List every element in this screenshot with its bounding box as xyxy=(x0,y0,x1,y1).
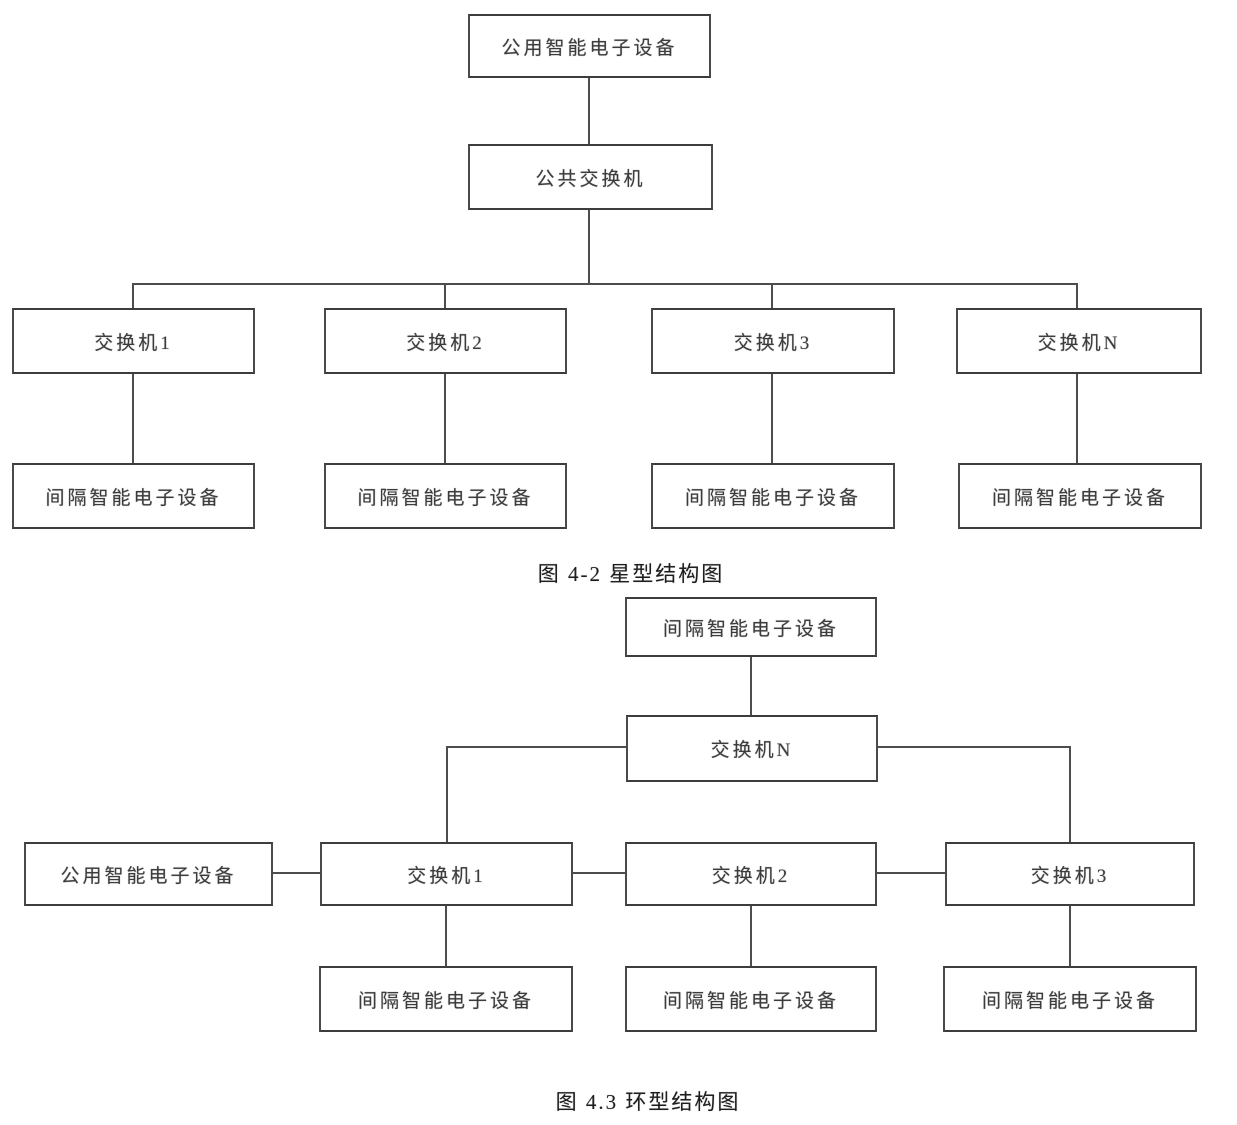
star-bay-ied-n-node: 间隔智能电子设备 xyxy=(958,463,1202,529)
ring-top-bay-ied-node: 间隔智能电子设备 xyxy=(625,597,877,657)
ring-diagram-caption: 图 4.3 环型结构图 xyxy=(555,1090,741,1114)
star-bus-drop-1 xyxy=(132,283,134,308)
ring-switch-n-switch-3-connector xyxy=(1069,746,1071,842)
ring-bay-ied-2-node: 间隔智能电子设备 xyxy=(625,966,877,1032)
ring-switch-2-node: 交换机2 xyxy=(625,842,877,906)
star-hub-bus-connector xyxy=(588,210,590,284)
star-hub-switch-node: 公共交换机 xyxy=(468,144,713,210)
star-root-hub-connector xyxy=(588,78,590,144)
ring-switch-1-ied-connector xyxy=(445,906,447,966)
star-switch-2-node: 交换机2 xyxy=(324,308,567,374)
star-switch-3-ied-connector xyxy=(771,374,773,463)
ring-switch-1-node: 交换机1 xyxy=(320,842,573,906)
ring-bay-ied-3-node: 间隔智能电子设备 xyxy=(943,966,1197,1032)
ring-switch-n-switch-1-connector xyxy=(446,746,448,842)
ring-public-ied-node: 公用智能电子设备 xyxy=(24,842,273,906)
ring-switch-n-left-line xyxy=(446,746,626,748)
ring-switch-2-switch-3-connector xyxy=(877,872,945,874)
star-bus-drop-2 xyxy=(444,283,446,308)
ring-switch-3-ied-connector xyxy=(1069,906,1071,966)
star-switch-n-ied-connector xyxy=(1076,374,1078,463)
star-bus-drop-3 xyxy=(771,283,773,308)
ring-switch-3-node: 交换机3 xyxy=(945,842,1195,906)
star-bay-ied-1-node: 间隔智能电子设备 xyxy=(12,463,255,529)
star-public-ied-node: 公用智能电子设备 xyxy=(468,14,711,78)
ring-switch-1-switch-2-connector xyxy=(573,872,625,874)
star-bus-line xyxy=(132,283,1078,285)
ring-bay-ied-1-node: 间隔智能电子设备 xyxy=(319,966,573,1032)
star-switch-3-node: 交换机3 xyxy=(651,308,895,374)
ring-switch-n-node: 交换机N xyxy=(626,715,878,782)
star-switch-2-ied-connector xyxy=(444,374,446,463)
star-bay-ied-2-node: 间隔智能电子设备 xyxy=(324,463,567,529)
star-bus-drop-4 xyxy=(1076,283,1078,308)
star-bay-ied-3-node: 间隔智能电子设备 xyxy=(651,463,895,529)
ring-switch-2-ied-connector xyxy=(750,906,752,966)
ring-switch-n-right-line xyxy=(878,746,1071,748)
star-switch-1-ied-connector xyxy=(132,374,134,463)
ring-top-ied-switch-n-connector xyxy=(750,657,752,715)
star-diagram-caption: 图 4-2 星型结构图 xyxy=(537,562,725,586)
star-switch-n-node: 交换机N xyxy=(956,308,1202,374)
ring-public-ied-switch-1-connector xyxy=(273,872,320,874)
star-switch-1-node: 交换机1 xyxy=(12,308,255,374)
